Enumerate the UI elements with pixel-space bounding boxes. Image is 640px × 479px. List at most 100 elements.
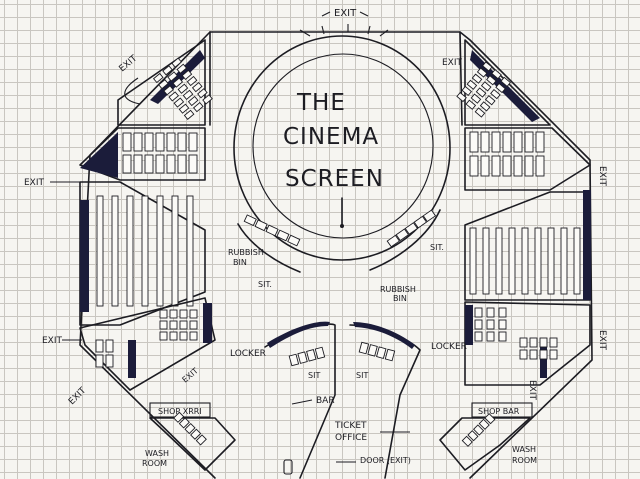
seat: [529, 349, 538, 360]
seat: [491, 131, 501, 153]
exit-lower-right-label: EXIT: [597, 330, 607, 351]
exit-lower-left-label: EXIT: [181, 366, 200, 384]
sitting-left-arc: RUBBISH BIN SIT.: [228, 214, 301, 289]
seat: [461, 85, 473, 97]
seat: [524, 131, 534, 153]
sitting-right-arc: RUBBISH BIN SIT.: [369, 209, 444, 303]
seating-left-main: EXIT: [24, 178, 206, 326]
seat: [502, 131, 512, 153]
seat: [178, 103, 190, 114]
seat: [480, 131, 490, 153]
exit-right-label: EXIT: [597, 166, 607, 187]
wash-room-right-line-2: ROOM: [512, 456, 537, 465]
sit-right-label: SIT.: [430, 243, 444, 252]
seat: [133, 154, 143, 174]
seat: [189, 331, 198, 341]
seat: [461, 435, 473, 447]
locker-left-label: LOCKER: [230, 349, 266, 359]
seat: [472, 424, 485, 436]
seat: [467, 430, 479, 442]
seat: [495, 227, 503, 295]
seat: [560, 227, 568, 295]
seat: [188, 154, 198, 174]
screen-title-line-2: CINEMA: [283, 124, 379, 150]
seat: [297, 351, 308, 364]
seat: [189, 320, 198, 330]
seat: [254, 219, 268, 232]
seat: [186, 75, 198, 87]
seat: [465, 99, 477, 110]
seat: [413, 215, 428, 229]
seat: [500, 76, 512, 87]
lobby-area: LOCKER LOCKER SIT SIT BAR TICKET OFFICE …: [230, 321, 467, 479]
seat: [179, 331, 188, 341]
seat: [456, 91, 467, 103]
seat: [490, 88, 501, 100]
seat: [190, 428, 202, 440]
seat: [508, 227, 516, 295]
seat: [159, 331, 168, 341]
seat: [474, 107, 486, 118]
seat: [189, 309, 198, 319]
seat: [474, 307, 483, 318]
seat: [202, 94, 213, 105]
seat: [166, 154, 176, 174]
seat: [519, 349, 528, 360]
seat: [105, 339, 114, 353]
seat: [171, 195, 179, 307]
seat: [480, 155, 490, 177]
seat: [172, 77, 184, 88]
seat: [486, 75, 497, 86]
seat: [195, 434, 207, 446]
seat: [158, 79, 169, 90]
locker-right-label: LOCKER: [431, 342, 467, 352]
seat: [306, 349, 317, 362]
seat: [105, 354, 114, 368]
seat: [96, 195, 104, 307]
door-exit-label: DOOR (EXIT): [360, 456, 411, 465]
exit-bottom-right-label: EXIT: [527, 380, 537, 401]
seat: [184, 422, 196, 435]
seat: [155, 154, 165, 174]
seat: [95, 339, 104, 353]
seat: [169, 331, 178, 341]
seat: [122, 154, 132, 174]
seat: [173, 97, 185, 108]
seat: [314, 346, 326, 360]
seat: [173, 411, 185, 423]
seat: [376, 346, 387, 359]
screen-title-line-3: SCREEN: [285, 166, 384, 192]
seat: [155, 132, 165, 152]
seat: [167, 71, 178, 82]
seat: [491, 155, 501, 177]
seat: [133, 132, 143, 152]
seat: [470, 93, 482, 104]
cinema-screen: THE CINEMA SCREEN: [233, 35, 451, 261]
seat: [469, 155, 479, 177]
seat: [152, 72, 164, 84]
seat: [480, 81, 492, 92]
seat: [478, 418, 490, 430]
seat: [141, 195, 149, 307]
exit-left-label: EXIT: [24, 178, 45, 188]
exit-upper-left-label: EXIT: [118, 53, 140, 74]
seat: [386, 234, 401, 248]
seat: [179, 320, 188, 330]
seat: [469, 131, 479, 153]
seat: [549, 349, 558, 360]
seat: [524, 155, 534, 177]
sit-bar-left-label: SIT: [308, 371, 320, 380]
rubbish-bin-right-line-2: BIN: [393, 294, 407, 303]
seat: [547, 227, 555, 295]
seat: [498, 319, 507, 330]
seat: [498, 307, 507, 318]
seat: [288, 353, 300, 367]
seat: [535, 155, 545, 177]
seat: [367, 344, 378, 357]
seat: [168, 91, 180, 102]
seating-upper-right: EXIT: [442, 39, 551, 126]
seat: [539, 337, 548, 348]
seat: [471, 73, 483, 84]
seat: [265, 224, 279, 237]
seat: [163, 85, 174, 96]
